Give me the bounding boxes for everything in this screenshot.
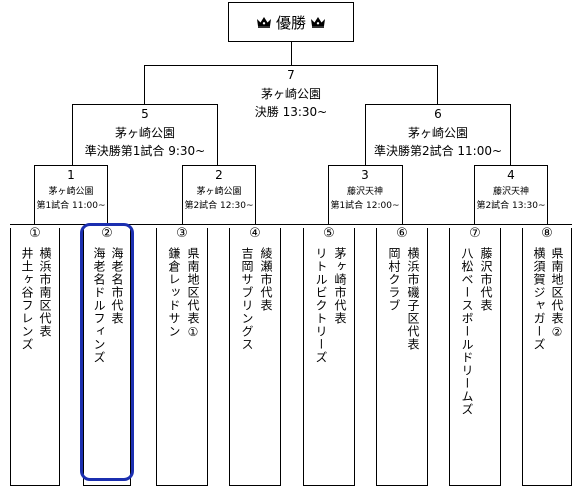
team-region: 県南地区代表② [550, 247, 564, 340]
match-2-label: 2 茅ヶ崎公園 第2試合 12:30~ [184, 166, 254, 214]
team-name: 海老名ドルフィンズ [92, 247, 106, 364]
match-number: 6 [434, 107, 442, 121]
team-box-6: ⑥ 横浜市磯子区代表 岡村クラブ [376, 226, 428, 486]
match-1-label: 1 茅ヶ崎公園 第1試合 11:00~ [36, 166, 106, 214]
match-time: 第1試合 11:00~ [36, 201, 106, 212]
team-seed: ① [29, 226, 41, 241]
match-time: 準決勝第1試合 9:30~ [84, 144, 206, 159]
team-seed: ② [101, 226, 113, 241]
team-name: 井土ヶ谷フレンズ [20, 247, 34, 351]
team-box-1: ① 横浜市南区代表 井土ヶ谷フレンズ [10, 226, 60, 486]
team-seed: ④ [249, 226, 261, 241]
team-name: 横須賀ジャガーズ [532, 247, 546, 351]
champion-label: 優勝 [275, 13, 306, 32]
team-seed: ⑤ [323, 226, 335, 241]
match-venue: 茅ヶ崎公園 [407, 125, 468, 140]
match-number: 4 [507, 168, 515, 182]
champion-box: 優勝 [228, 2, 354, 42]
team-box-8: ⑧ 県南地区代表② 横須賀ジャガーズ [522, 226, 572, 486]
team-seed: ⑦ [469, 226, 481, 241]
match-number: 5 [141, 107, 149, 121]
crown-icon [256, 17, 271, 28]
match-venue: 茅ヶ崎公園 [48, 186, 94, 197]
match-time: 第2試合 13:30~ [476, 201, 546, 212]
match-3-label: 3 藤沢天神 第1試合 12:00~ [330, 166, 400, 214]
team-name: 八松ベースボールドリームズ [460, 247, 474, 416]
team-name: 吉岡サブリングス [240, 247, 254, 351]
team-name: リトルビクトリーズ [314, 247, 328, 364]
semifinal-2-label: 6 茅ヶ崎公園 準決勝第2試合 11:00~ [361, 105, 515, 161]
team-box-2: ② 海老名市代表 海老名ドルフィンズ [83, 226, 131, 486]
team-seed: ⑧ [541, 226, 553, 241]
team-region: 綾瀬市代表 [259, 247, 273, 312]
match-number: 2 [215, 168, 223, 182]
team-seed: ⑥ [396, 226, 408, 241]
match-time: 決勝 13:30~ [254, 105, 328, 120]
team-box-5: ⑤ 茅ヶ崎市代表 リトルビクトリーズ [303, 226, 355, 486]
match-time: 第1試合 12:00~ [330, 201, 400, 212]
team-name: 鎌倉レッドサン [167, 247, 181, 338]
match-number: 7 [287, 68, 295, 82]
team-box-4: ④ 綾瀬市代表 吉岡サブリングス [229, 226, 281, 486]
semifinal-1-label: 5 茅ヶ崎公園 準決勝第1試合 9:30~ [75, 105, 215, 161]
team-box-3: ③ 県南地区代表① 鎌倉レッドサン [156, 226, 208, 486]
team-2-highlight [80, 223, 134, 481]
team-region: 海老名市代表 [110, 247, 124, 325]
match-venue: 藤沢天神 [346, 186, 383, 197]
team-region: 横浜市磯子区代表 [406, 247, 420, 351]
crown-icon [311, 17, 325, 28]
team-region: 茅ヶ崎市代表 [333, 247, 347, 325]
match-venue: 藤沢天神 [492, 186, 529, 197]
team-seed: ③ [176, 226, 188, 241]
match-number: 1 [67, 168, 75, 182]
match-time: 第2試合 12:30~ [184, 201, 254, 212]
match-venue: 茅ヶ崎公園 [114, 125, 175, 140]
match-4-label: 4 藤沢天神 第2試合 13:30~ [476, 166, 546, 214]
team-box-7: ⑦ 藤沢市代表 八松ベースボールドリームズ [449, 226, 501, 486]
match-time: 準決勝第2試合 11:00~ [373, 144, 503, 159]
team-region: 県南地区代表① [186, 247, 200, 340]
match-number: 3 [361, 168, 369, 182]
team-region: 藤沢市代表 [479, 247, 493, 312]
team-name: 岡村クラブ [387, 247, 401, 312]
final-match-label: 7 茅ヶ崎公園 決勝 13:30~ [221, 66, 361, 122]
match-venue: 茅ヶ崎公園 [196, 186, 242, 197]
team-region: 横浜市南区代表 [38, 247, 52, 338]
match-venue: 茅ヶ崎公園 [260, 86, 321, 101]
